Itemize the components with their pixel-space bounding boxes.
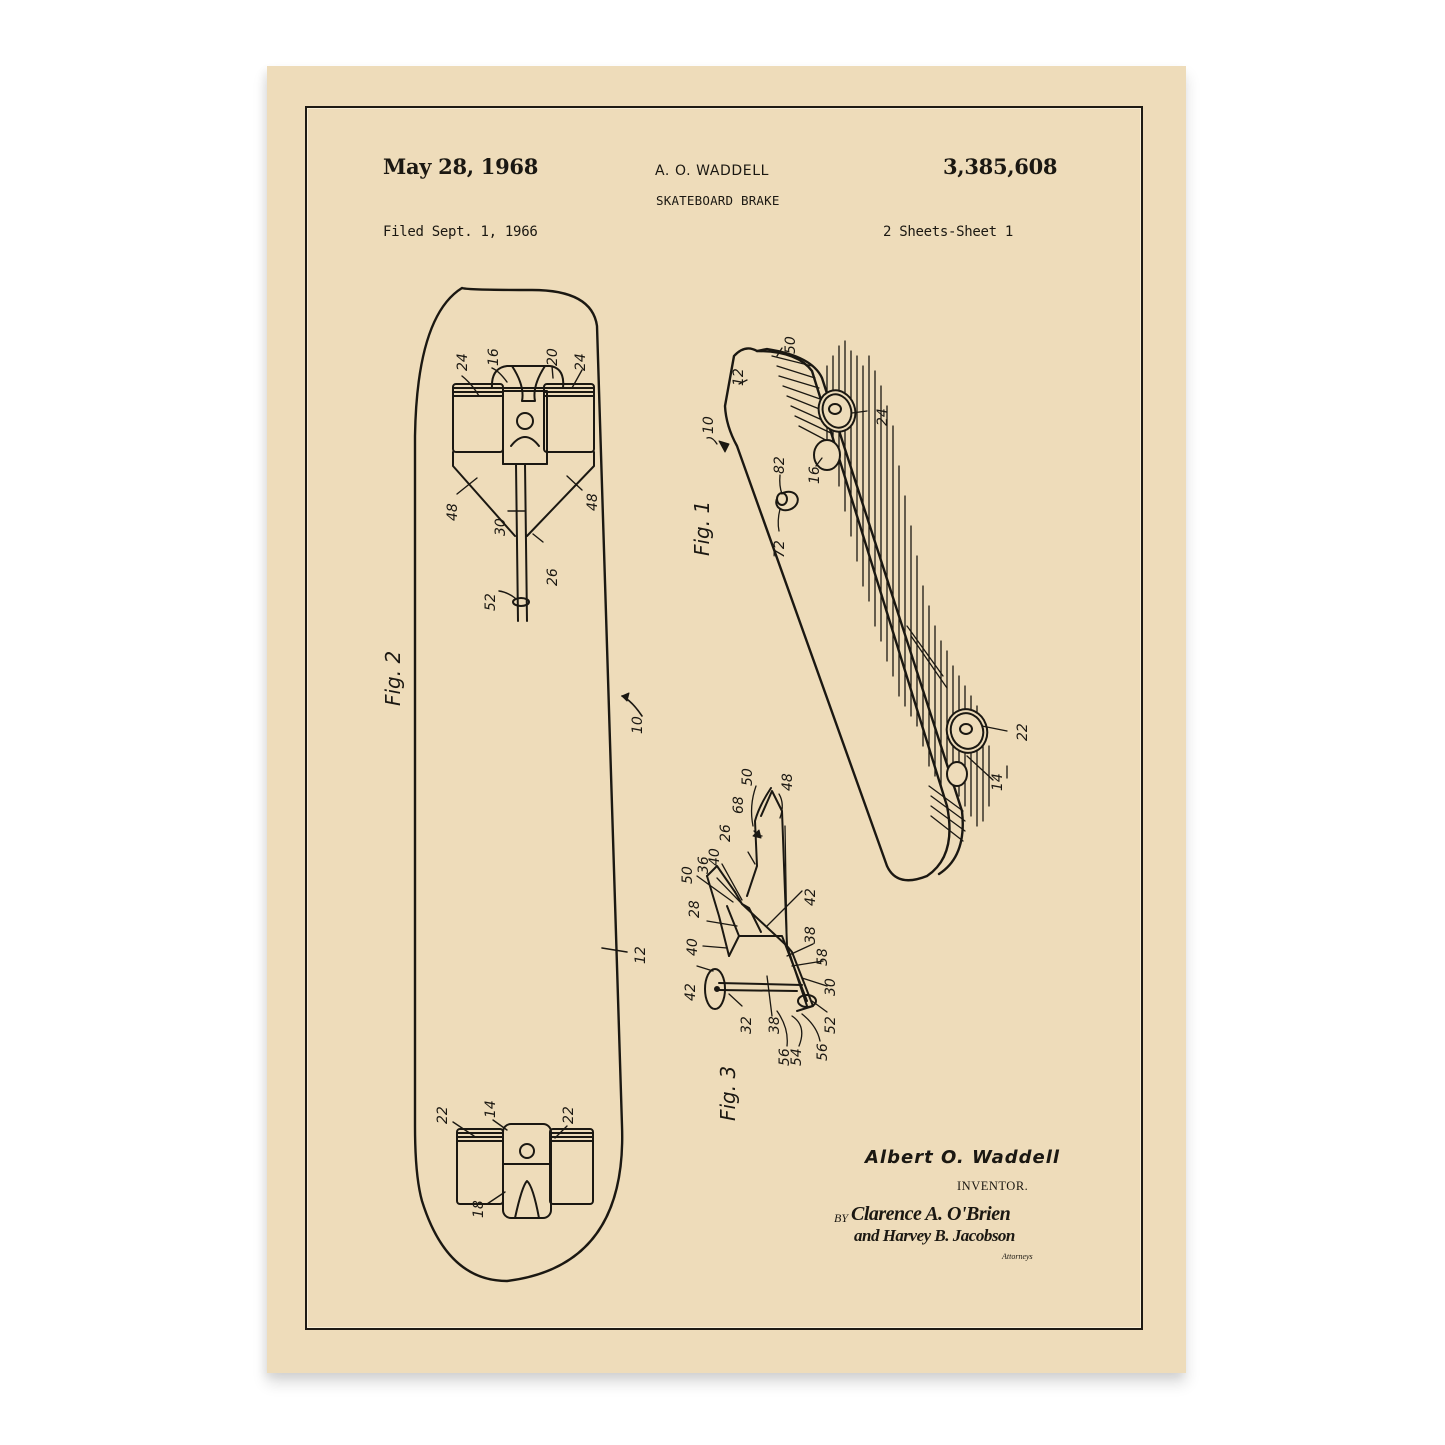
ref-32: 32 (739, 1016, 755, 1034)
ref-24-fig1: 24 (875, 408, 891, 426)
ref-48a: 48 (445, 503, 461, 521)
inventor-role: INVENTOR. (957, 1179, 1029, 1193)
ref-12-fig2: 12 (633, 946, 649, 964)
patent-number: 3,385,608 (943, 154, 1058, 179)
inventor-signature-name: Albert O. Waddell (865, 1147, 1061, 1168)
ref-50-fig1: 50 (783, 336, 799, 354)
fig2-skateboard-top-view (413, 286, 643, 1283)
ref-50-fig3a: 50 (740, 768, 756, 786)
ref-10-fig2: 10 (630, 716, 646, 734)
inventor-short-name: A. O. WADDELL (655, 163, 770, 179)
ref-48b: 48 (585, 493, 601, 511)
patent-date: May 28, 1968 (383, 154, 539, 179)
ref-24b: 24 (573, 353, 589, 371)
fig3-brake-assembly (696, 785, 828, 1047)
ref-22a: 22 (435, 1106, 451, 1124)
ref-42a: 42 (803, 888, 819, 906)
ref-68: 68 (731, 796, 747, 814)
ref-30-fig3: 30 (823, 978, 839, 996)
ref-40a: 40 (707, 848, 723, 866)
ref-58: 58 (815, 948, 831, 966)
ref-28: 28 (687, 900, 703, 918)
ref-10-fig1: 10 (701, 416, 717, 434)
ref-30: 30 (493, 518, 509, 536)
ref-56a: 56 (777, 1048, 793, 1066)
ref-22-fig1: 22 (1015, 723, 1031, 741)
ref-72: 72 (772, 540, 788, 558)
attorney-signature-2: and Harvey B. Jacobson (854, 1226, 1015, 1245)
ref-52: 52 (483, 593, 499, 611)
filed-date: Filed Sept. 1, 1966 (383, 224, 538, 240)
ref-38b: 38 (767, 1016, 783, 1034)
fig1-label: Fig. 1 (690, 501, 714, 556)
ref-42b: 42 (683, 983, 699, 1001)
ref-24a: 24 (455, 353, 471, 371)
ref-26-fig3: 26 (718, 824, 734, 842)
ref-54: 54 (789, 1048, 805, 1066)
fig3-label: Fig. 3 (716, 1066, 740, 1121)
patent-poster: May 28, 1968 A. O. WADDELL 3,385,608 SKA… (267, 66, 1186, 1373)
sheet-count: 2 Sheets-Sheet 1 (883, 224, 1014, 240)
ref-14-fig1: 14 (990, 773, 1006, 791)
ref-12-fig1: 12 (731, 368, 747, 386)
ref-14: 14 (483, 1100, 499, 1118)
patent-title: SKATEBOARD BRAKE (656, 193, 780, 208)
ref-26: 26 (545, 568, 561, 586)
ref-18: 18 (471, 1200, 487, 1218)
by-label: BY (834, 1211, 849, 1225)
ref-40b: 40 (685, 938, 701, 956)
reference-numerals: 24 16 20 24 48 30 48 52 26 10 12 22 14 2… (435, 336, 1031, 1218)
attorney-signature-1: Clarence A. O'Brien (851, 1203, 1011, 1225)
ref-36: 36 (696, 856, 712, 874)
ref-22b: 22 (561, 1106, 577, 1124)
fig2-label: Fig. 2 (381, 651, 405, 706)
patent-drawings: 24 16 20 24 48 30 48 52 26 10 12 22 14 2… (381, 286, 1031, 1283)
ref-82: 82 (772, 456, 788, 474)
ref-38a: 38 (803, 926, 819, 944)
ref-16-fig1: 16 (807, 466, 823, 484)
ref-20: 20 (545, 348, 561, 366)
ref-52-fig3: 52 (823, 1016, 839, 1034)
ref-50-fig3b: 50 (680, 866, 696, 884)
border-frame (305, 106, 1143, 1330)
ref-56b: 56 (815, 1043, 831, 1061)
fig1-skateboard-perspective (706, 340, 1008, 882)
ref-48-fig3: 48 (780, 773, 796, 791)
attorneys-label: Attorneys (1002, 1252, 1033, 1261)
ref-16: 16 (486, 348, 502, 366)
